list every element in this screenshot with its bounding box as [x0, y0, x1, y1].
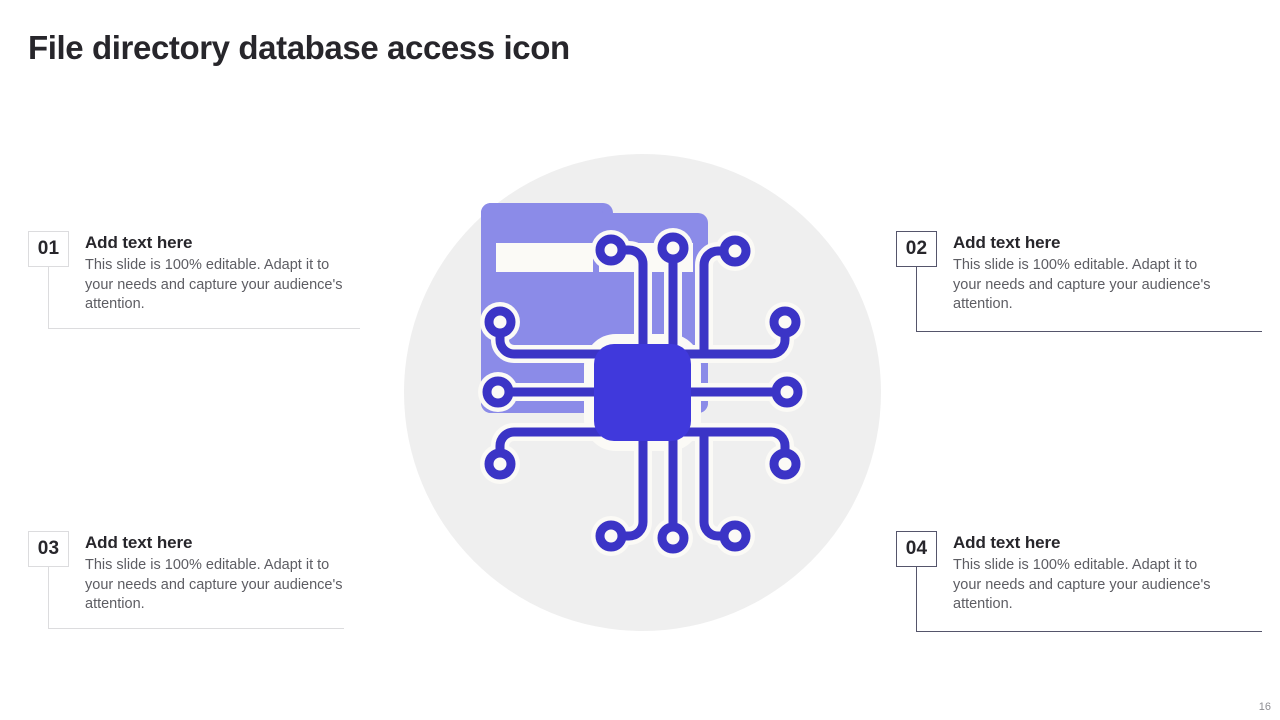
callout-body: This slide is 100% editable. Adapt it to…	[953, 557, 1211, 612]
callout-heading: Add text here	[85, 533, 193, 552]
central-graphic	[404, 154, 881, 631]
callout-number-badge: 03	[28, 531, 69, 567]
circuit-nodes	[482, 232, 803, 554]
callout-heading: Add text here	[85, 233, 193, 252]
callout-body: This slide is 100% editable. Adapt it to…	[85, 257, 343, 312]
callout-number-badge: 04	[896, 531, 937, 567]
callout-body: This slide is 100% editable. Adapt it to…	[85, 557, 343, 612]
page-number: 16	[1258, 701, 1271, 713]
callout-text-block: Add text here This slide is 100% editabl…	[85, 531, 357, 615]
file-directory-database-access-icon	[404, 154, 881, 631]
callout-stem	[916, 267, 917, 331]
callout-text-block: Add text here This slide is 100% editabl…	[85, 231, 357, 315]
callout-underline	[916, 331, 1262, 332]
callout-underline	[48, 328, 360, 329]
callout-stem	[48, 267, 49, 328]
callout-number-badge: 01	[28, 231, 69, 267]
page-title: File directory database access icon	[28, 29, 570, 66]
callout-text-block: Add text here This slide is 100% editabl…	[953, 231, 1215, 315]
callout-heading: Add text here	[953, 233, 1061, 252]
callout-text-block: Add text here This slide is 100% editabl…	[953, 531, 1215, 615]
callout-underline	[916, 631, 1262, 632]
cpu-chip-icon	[594, 344, 691, 441]
callout-number-badge: 02	[896, 231, 937, 267]
callout-heading: Add text here	[953, 533, 1061, 552]
callout-stem	[48, 567, 49, 628]
callout-body: This slide is 100% editable. Adapt it to…	[953, 257, 1211, 312]
callout-underline	[48, 628, 344, 629]
callout-stem	[916, 567, 917, 631]
